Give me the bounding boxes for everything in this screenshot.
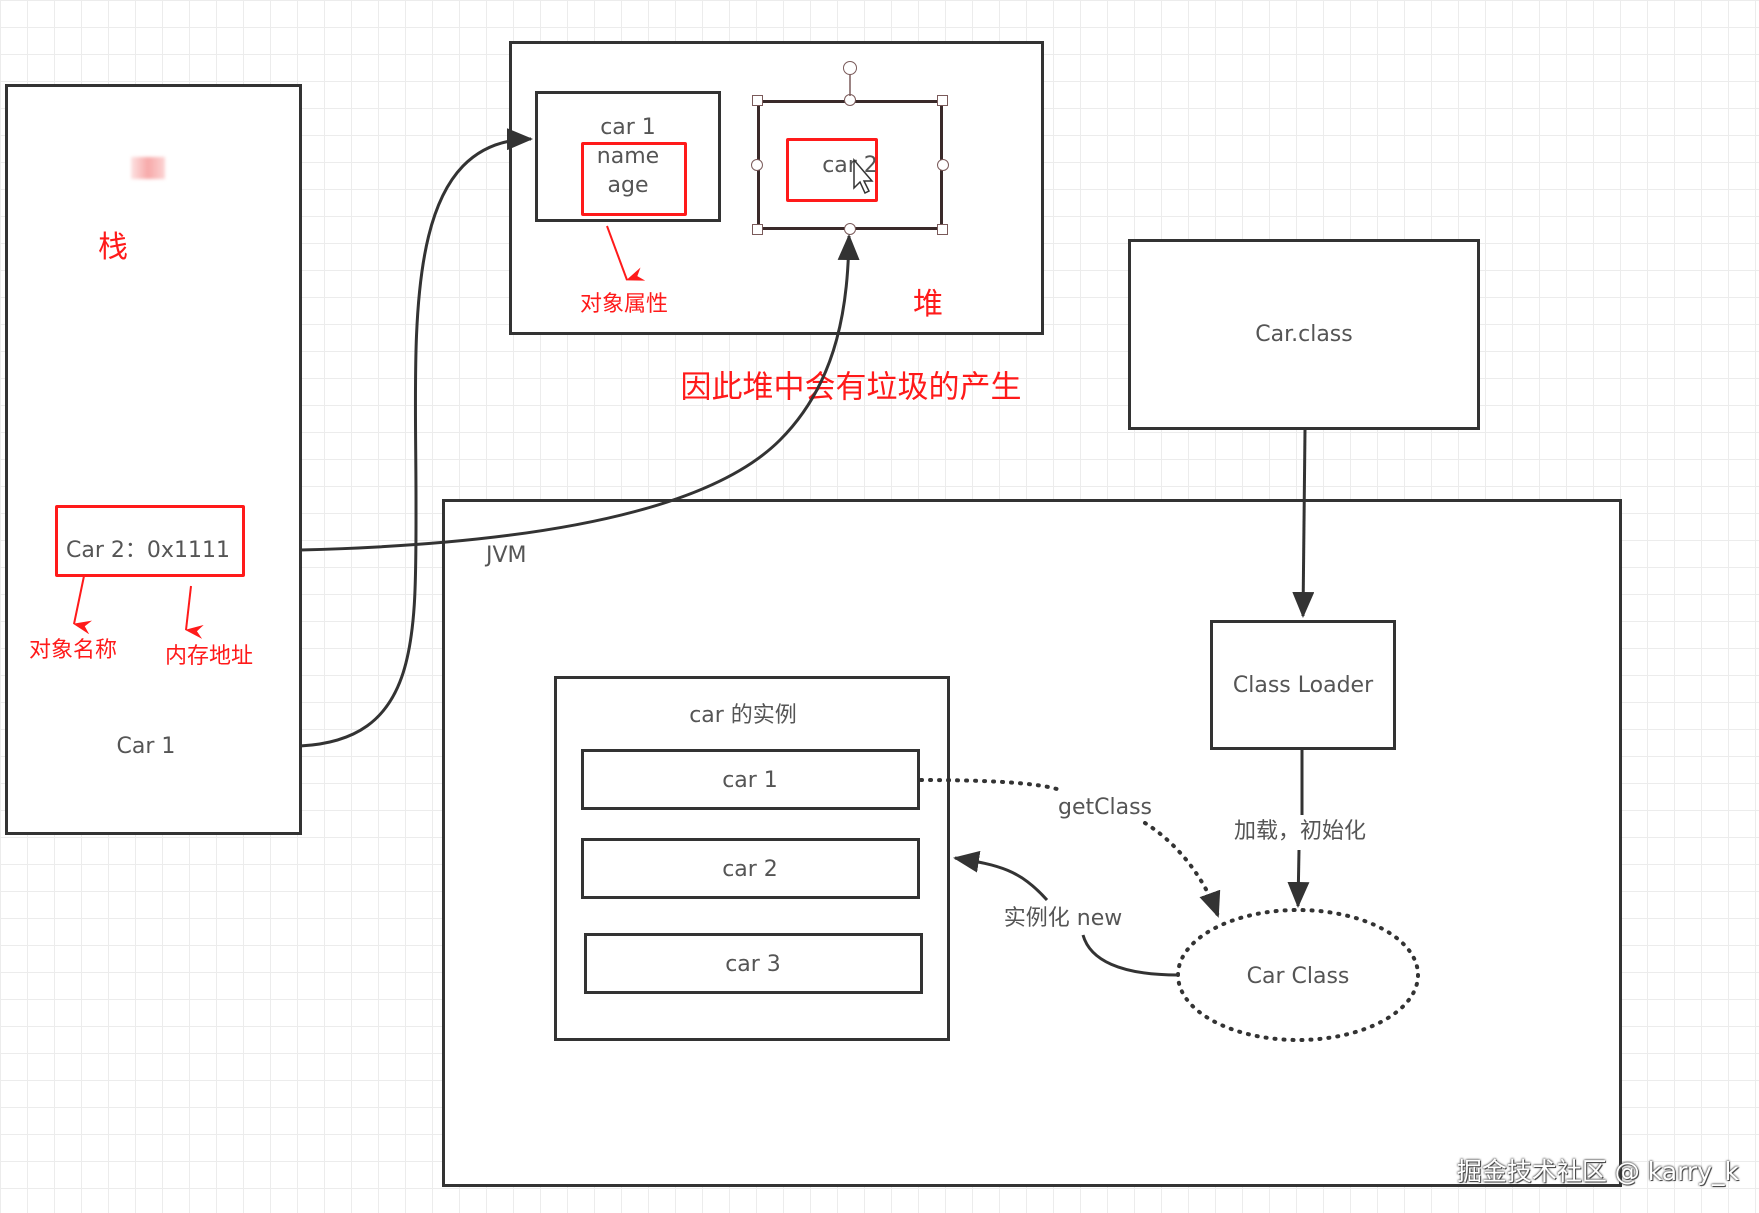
connection-point-bottom[interactable]: [844, 223, 856, 235]
instance-car2[interactable]: [581, 838, 920, 899]
car1-reference-text[interactable]: Car 1: [116, 734, 176, 759]
heap-title: 堆: [913, 287, 943, 322]
resize-handle-top-left[interactable]: [752, 95, 763, 106]
watermark: 掘金技术社区 @ karry_k: [1456, 1157, 1739, 1186]
instance-car2-label: car 2: [722, 857, 778, 882]
memory-address-label: 内存地址: [164, 644, 254, 669]
car-class-file-box[interactable]: [1128, 239, 1480, 430]
car-class-label: Car Class: [1246, 964, 1350, 989]
instance-car3[interactable]: [584, 933, 923, 994]
connection-point-top[interactable]: [844, 94, 856, 106]
resize-handle-top-right[interactable]: [937, 95, 948, 106]
blurred-redaction: [131, 157, 165, 179]
object-attributes-label: 对象属性: [579, 292, 669, 317]
class-loader-label: Class Loader: [1232, 673, 1374, 698]
class-loader-box[interactable]: [1210, 620, 1396, 750]
heap-car1-title: car 1: [600, 115, 656, 140]
resize-handle-bottom-left[interactable]: [752, 224, 763, 235]
heap-car1-box[interactable]: [535, 91, 721, 222]
connection-point-right[interactable]: [937, 159, 949, 171]
car-class-file-label: Car.class: [1255, 322, 1353, 347]
getclass-label: getClass: [1055, 795, 1155, 821]
object-name-label: 对象名称: [28, 638, 118, 663]
instantiate-label: 实例化 new: [1001, 906, 1125, 932]
stack-title: 栈: [98, 230, 128, 265]
heap-car1-field-age: age: [607, 173, 649, 198]
garbage-note: 因此堆中会有垃圾的产生: [680, 369, 1022, 406]
instance-car1-label: car 1: [722, 768, 778, 793]
heap-car2-title: car 2: [822, 153, 878, 178]
instance-car1[interactable]: [581, 749, 920, 810]
instance-car3-label: car 3: [725, 952, 781, 977]
heap-car1-field-name: name: [596, 144, 660, 169]
jvm-label: JVM: [486, 543, 527, 568]
car2-reference-box[interactable]: [55, 505, 245, 577]
stack-box[interactable]: [5, 84, 302, 835]
resize-handle-bottom-right[interactable]: [937, 224, 948, 235]
heap-car2-inner-box: [786, 138, 878, 202]
heap-car1-fields-box: [581, 142, 687, 216]
connection-point-left[interactable]: [751, 159, 763, 171]
car2-reference-text: Car 2：0x1111: [66, 538, 230, 563]
rotate-handle[interactable]: [843, 61, 857, 75]
instances-title: car 的实例: [689, 703, 797, 728]
load-init-label: 加载，初始化: [1233, 819, 1367, 845]
